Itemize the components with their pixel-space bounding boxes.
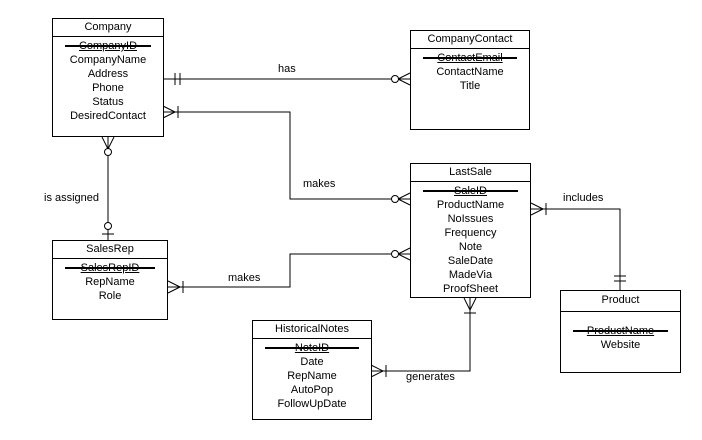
entity-lastsale[interactable]: LastSale SaleID ProductName NoIssues Fre… bbox=[410, 163, 531, 298]
entity-title: SalesRep bbox=[53, 241, 167, 259]
entity-historicalnotes[interactable]: HistoricalNotes NoteID Date RepName Auto… bbox=[252, 320, 372, 420]
entity-title: CompanyContact bbox=[411, 31, 529, 49]
rel-rep-makes-sale bbox=[167, 247, 411, 294]
entity-title: HistoricalNotes bbox=[253, 321, 371, 339]
primary-key: CompanyID bbox=[53, 39, 163, 53]
entity-title: Product bbox=[561, 291, 680, 312]
rel-company-has-contact bbox=[163, 72, 411, 86]
entity-salesrep[interactable]: SalesRep SalesRepID RepName Role bbox=[52, 240, 168, 320]
rel-label-company-makes: makes bbox=[303, 178, 336, 190]
rel-label-is-assigned: is assigned bbox=[44, 192, 100, 204]
entity-product[interactable]: Product ProductName Website bbox=[560, 290, 681, 373]
primary-key: ProductName bbox=[561, 324, 680, 338]
rel-label-generates: generates bbox=[406, 371, 455, 383]
attribute: AutoPop bbox=[290, 384, 334, 396]
attribute: CompanyName bbox=[69, 54, 147, 66]
entity-company[interactable]: Company CompanyID CompanyName Address Ph… bbox=[52, 18, 164, 137]
attribute: Website bbox=[600, 339, 641, 351]
attribute: Role bbox=[98, 290, 122, 302]
primary-key: ContactEmail bbox=[411, 51, 529, 65]
attribute: Status bbox=[92, 96, 124, 108]
attribute: Note bbox=[458, 241, 483, 253]
attribute: DesiredContact bbox=[70, 110, 146, 122]
attribute: Address bbox=[87, 68, 129, 80]
attribute: FollowUpDate bbox=[277, 398, 347, 410]
attribute: ContactName bbox=[436, 66, 504, 78]
entity-companycontact[interactable]: CompanyContact ContactEmail ContactName … bbox=[410, 30, 530, 130]
attribute: SaleDate bbox=[447, 255, 494, 267]
attribute: NoIssues bbox=[447, 213, 494, 225]
rel-company-makes-sale bbox=[162, 105, 411, 206]
attribute: Phone bbox=[92, 82, 124, 94]
rel-notes-generates-sale bbox=[370, 297, 477, 378]
rel-label-rep-makes: makes bbox=[228, 272, 261, 284]
primary-key: SaleID bbox=[411, 184, 530, 198]
primary-key: SalesRepID bbox=[53, 261, 167, 275]
attribute: ProductName bbox=[436, 199, 505, 211]
rel-company-assigned-rep bbox=[101, 136, 115, 240]
attribute: ProofSheet bbox=[442, 283, 499, 295]
entity-title: Company bbox=[53, 19, 163, 37]
attribute: RepName bbox=[85, 276, 135, 288]
attribute: MadeVia bbox=[448, 269, 493, 281]
rel-label-includes: includes bbox=[563, 192, 604, 204]
entity-title: LastSale bbox=[411, 164, 530, 182]
primary-key: NoteID bbox=[253, 341, 371, 355]
rel-label-has: has bbox=[278, 63, 296, 75]
attribute: Date bbox=[300, 356, 324, 368]
attribute: Frequency bbox=[444, 227, 497, 239]
rel-sale-includes-product bbox=[530, 202, 626, 290]
attribute: RepName bbox=[287, 370, 337, 382]
attribute: Title bbox=[459, 80, 481, 92]
